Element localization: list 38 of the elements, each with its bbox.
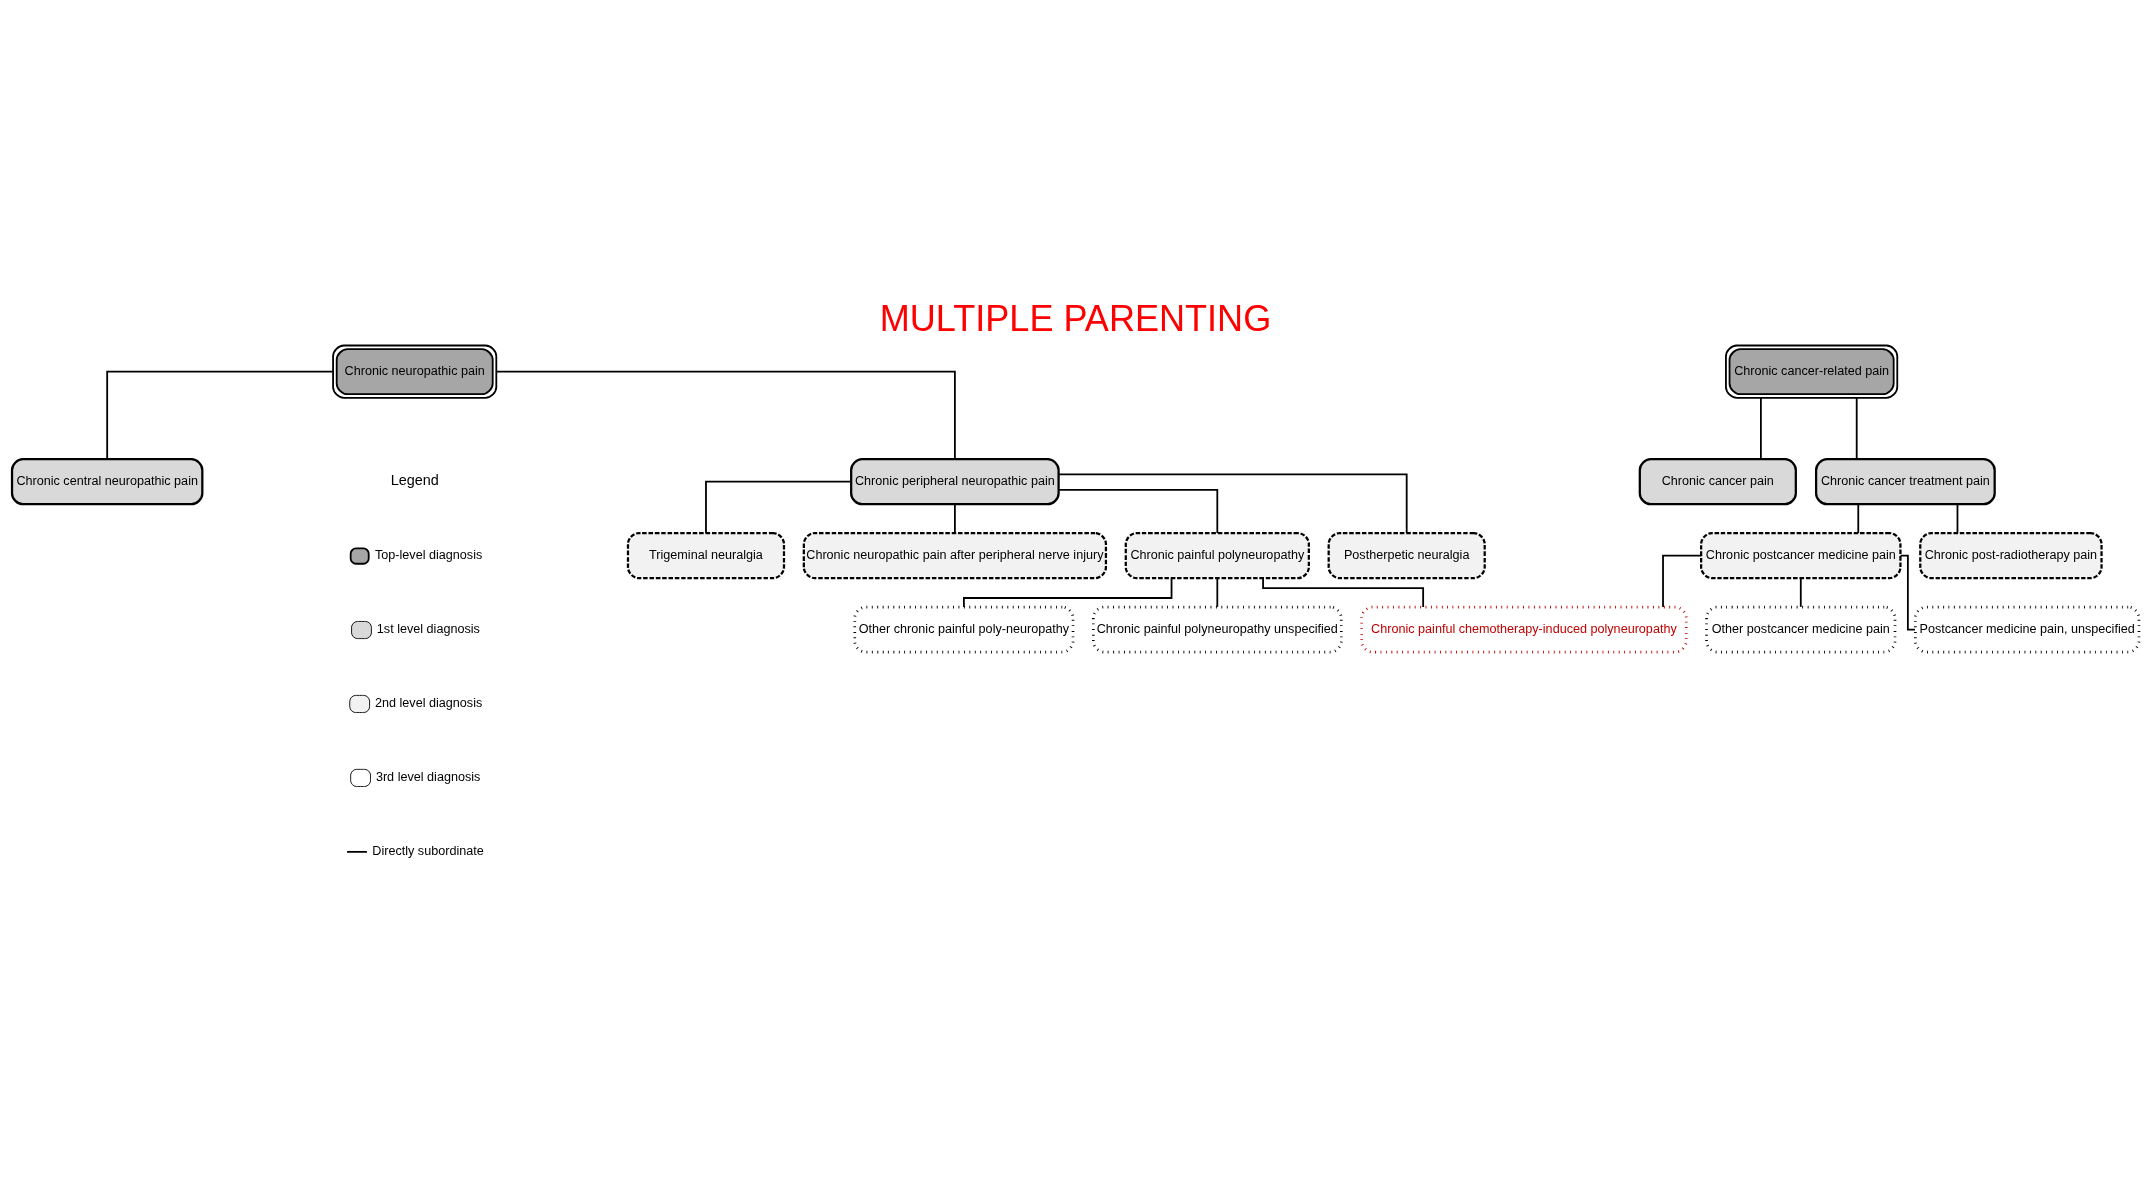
connector	[495, 370, 956, 460]
connector	[1760, 396, 1762, 460]
node-box: Chronic postcancer medicine pain	[1700, 531, 1902, 579]
legend-label: 2nd level diagnosis	[375, 695, 483, 710]
node-box: Chronic painful polyneuropathy unspecified	[1091, 605, 1343, 653]
connector	[1899, 554, 1916, 630]
connector	[1262, 576, 1425, 608]
connector	[1956, 502, 1959, 534]
connector	[1855, 396, 1858, 460]
node-box: Postherpetic neuralgia	[1327, 531, 1486, 579]
node-box: Chronic cancer pain	[1638, 457, 1797, 505]
node-box: Postcancer medicine pain, unspecified	[1913, 605, 2141, 653]
node-box: Chronic cancer treatment pain	[1815, 457, 1996, 505]
connector	[954, 502, 956, 534]
connector	[1057, 488, 1219, 534]
diagram-title: MULTIPLE PARENTING	[879, 297, 1272, 339]
node-box: Other chronic painful poly-neuropathy	[853, 605, 1075, 653]
node-box: Trigeminal neuralgia	[626, 531, 786, 579]
label: Legend	[390, 471, 439, 488]
legend-label: Top-level diagnosis	[375, 547, 483, 562]
connector	[1057, 473, 1408, 534]
connector	[1857, 502, 1860, 534]
connector	[1799, 576, 1802, 608]
node-box: Chronic peripheral neuropathic pain	[850, 457, 1060, 505]
connector	[705, 480, 853, 534]
node-box: Chronic neuropathic pain after peripheral nerve injury	[802, 531, 1108, 579]
node-box: Chronic post-radiotherapy pain	[1919, 531, 2103, 579]
node-box: Chronic painful chemotherapy-induced polyneuropathy	[1360, 605, 1688, 653]
legend-label: Directly subordinate	[372, 843, 484, 858]
connector	[1662, 554, 1702, 608]
node-box: Chronic painful polyneuropathy	[1124, 531, 1310, 579]
node-box: Chronic central neuropathic pain	[10, 457, 204, 505]
legend-label: 3rd level diagnosis	[375, 769, 481, 784]
connector	[106, 370, 334, 460]
connector	[963, 576, 1173, 608]
legend-label: 1st level diagnosis	[376, 621, 480, 636]
node-box: Other postcancer medicine pain	[1705, 605, 1897, 653]
connector	[1216, 576, 1219, 608]
